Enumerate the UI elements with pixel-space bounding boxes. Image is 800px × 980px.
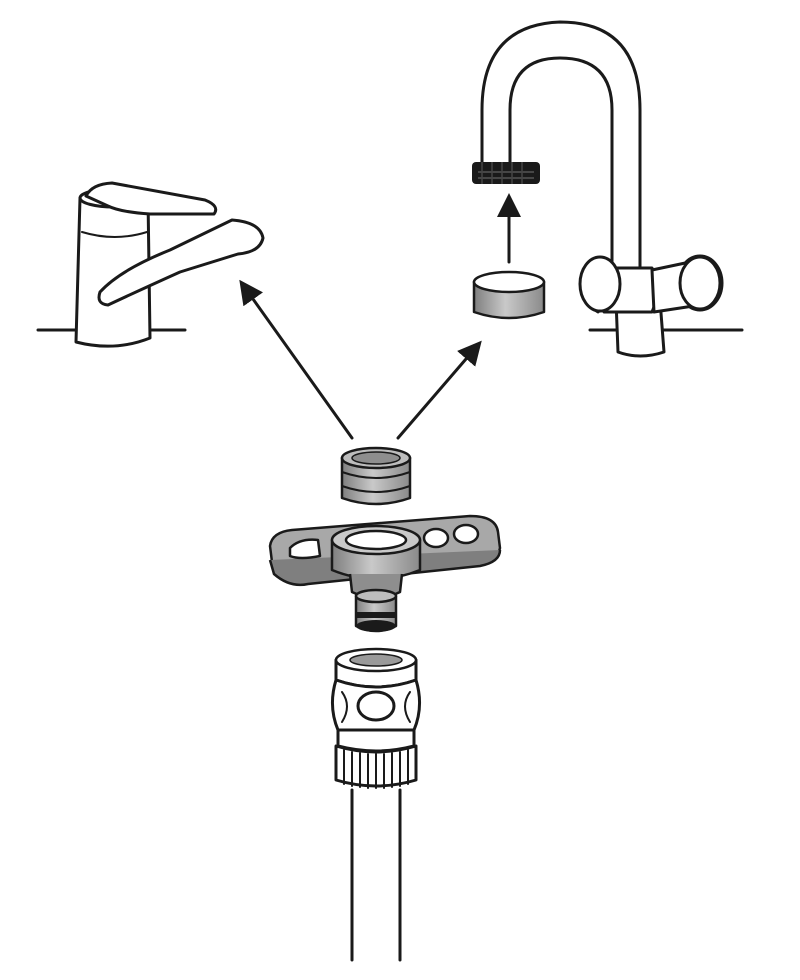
adapter-spanner-key [268,514,502,600]
connector-grip-center [356,690,396,722]
threaded-tap-adapter [340,446,412,506]
quick-hose-connector [331,647,421,789]
threaded-tap-outlet [472,162,540,184]
single-lever-mixer-tap [36,181,265,348]
mixer-spout [97,218,265,307]
swan-neck-pillar-tap [472,20,744,358]
tap-neck [480,20,642,270]
tap-connector-nipple [354,588,398,633]
arrow-adapter-to-aerator [396,340,482,440]
arrow-adapter-to-mixer [239,279,354,440]
mixer-lever [84,181,218,216]
tap-base [614,298,666,358]
assembly-arrows [239,193,521,440]
garden-hose [350,788,402,962]
aerator-insert [472,270,546,320]
